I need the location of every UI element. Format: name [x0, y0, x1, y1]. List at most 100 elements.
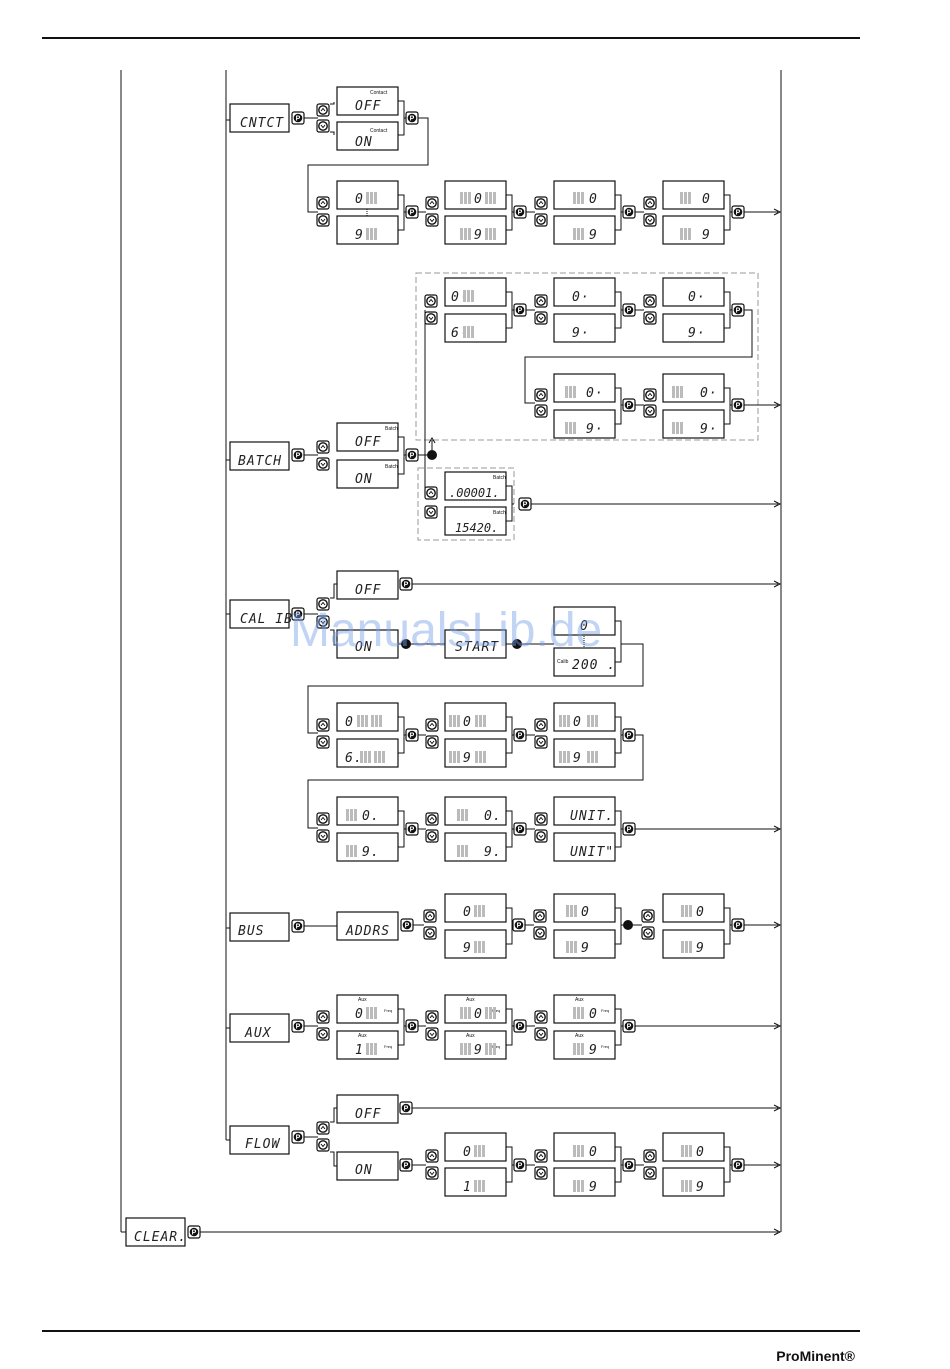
p-key-icon[interactable] [291, 1019, 305, 1033]
up-arrow-key-icon[interactable] [316, 103, 330, 117]
up-arrow-key-icon[interactable] [534, 1149, 548, 1163]
up-arrow-key-icon[interactable] [534, 812, 548, 826]
p-key-icon[interactable] [405, 728, 419, 742]
up-arrow-key-icon[interactable] [643, 388, 657, 402]
aux-menu-display[interactable] [229, 1013, 290, 1043]
p-key-icon[interactable] [622, 1158, 636, 1172]
up-arrow-key-icon[interactable] [316, 1010, 330, 1024]
p-key-icon[interactable] [622, 205, 636, 219]
up-arrow-key-icon[interactable] [534, 196, 548, 210]
p-key-icon[interactable] [291, 919, 305, 933]
down-arrow-key-icon[interactable] [424, 505, 438, 519]
p-key-icon[interactable] [291, 1130, 305, 1144]
down-arrow-key-icon[interactable] [534, 1166, 548, 1180]
up-arrow-key-icon[interactable] [425, 812, 439, 826]
down-arrow-key-icon[interactable] [316, 457, 330, 471]
down-arrow-key-icon[interactable] [424, 311, 438, 325]
down-arrow-key-icon[interactable] [534, 1027, 548, 1041]
p-key-icon[interactable] [400, 918, 414, 932]
up-arrow-key-icon[interactable] [533, 909, 547, 923]
p-key-icon[interactable] [291, 111, 305, 125]
p-key-icon[interactable] [513, 1019, 527, 1033]
value-digit: 9 [696, 1180, 705, 1195]
p-key-icon[interactable] [187, 1225, 201, 1239]
up-arrow-key-icon[interactable] [316, 196, 330, 210]
flow-menu-display[interactable] [229, 1125, 290, 1155]
p-key-icon[interactable] [622, 1019, 636, 1033]
down-arrow-key-icon[interactable] [643, 213, 657, 227]
up-arrow-key-icon[interactable] [316, 1121, 330, 1135]
p-key-icon[interactable] [291, 448, 305, 462]
down-arrow-key-icon[interactable] [425, 1166, 439, 1180]
up-arrow-key-icon[interactable] [423, 909, 437, 923]
calib-menu-display[interactable] [229, 599, 290, 629]
down-arrow-key-icon[interactable] [316, 213, 330, 227]
down-arrow-key-icon[interactable] [425, 829, 439, 843]
down-arrow-key-icon[interactable] [534, 213, 548, 227]
p-key-icon[interactable] [622, 303, 636, 317]
up-arrow-key-icon[interactable] [534, 294, 548, 308]
cntct-menu-display[interactable] [229, 103, 290, 133]
p-key-icon[interactable] [731, 918, 745, 932]
p-key-icon[interactable] [399, 1101, 413, 1115]
down-arrow-key-icon[interactable] [316, 1027, 330, 1041]
down-arrow-key-icon[interactable] [534, 311, 548, 325]
p-key-icon[interactable] [513, 728, 527, 742]
p-key-icon[interactable] [622, 728, 636, 742]
up-arrow-key-icon[interactable] [425, 718, 439, 732]
up-arrow-key-icon[interactable] [643, 294, 657, 308]
bus-menu-display[interactable] [229, 912, 290, 942]
down-arrow-key-icon[interactable] [425, 1027, 439, 1041]
up-arrow-key-icon[interactable] [425, 196, 439, 210]
p-key-icon[interactable] [399, 1158, 413, 1172]
p-key-icon[interactable] [622, 822, 636, 836]
batch-menu-display[interactable] [229, 441, 290, 471]
p-key-icon[interactable] [731, 398, 745, 412]
up-arrow-key-icon[interactable] [424, 294, 438, 308]
down-arrow-key-icon[interactable] [316, 1138, 330, 1152]
up-arrow-key-icon[interactable] [643, 196, 657, 210]
p-key-icon[interactable] [405, 1019, 419, 1033]
down-arrow-key-icon[interactable] [316, 735, 330, 749]
down-arrow-key-icon[interactable] [534, 829, 548, 843]
down-arrow-key-icon[interactable] [533, 926, 547, 940]
down-arrow-key-icon[interactable] [641, 926, 655, 940]
p-key-icon[interactable] [512, 918, 526, 932]
up-arrow-key-icon[interactable] [534, 718, 548, 732]
p-key-icon[interactable] [405, 111, 419, 125]
p-key-icon[interactable] [405, 448, 419, 462]
clear-menu-display[interactable] [125, 1217, 186, 1247]
p-key-icon[interactable] [513, 1158, 527, 1172]
p-key-icon[interactable] [513, 303, 527, 317]
down-arrow-key-icon[interactable] [643, 1166, 657, 1180]
up-arrow-key-icon[interactable] [316, 812, 330, 826]
up-arrow-key-icon[interactable] [425, 1149, 439, 1163]
down-arrow-key-icon[interactable] [643, 311, 657, 325]
up-arrow-key-icon[interactable] [316, 718, 330, 732]
p-key-icon[interactable] [518, 497, 532, 511]
p-key-icon[interactable] [513, 205, 527, 219]
up-arrow-key-icon[interactable] [316, 440, 330, 454]
p-key-icon[interactable] [731, 205, 745, 219]
p-key-icon[interactable] [513, 822, 527, 836]
down-arrow-key-icon[interactable] [425, 735, 439, 749]
p-key-icon[interactable] [731, 303, 745, 317]
down-arrow-key-icon[interactable] [316, 829, 330, 843]
p-key-icon[interactable] [622, 398, 636, 412]
down-arrow-key-icon[interactable] [425, 213, 439, 227]
up-arrow-key-icon[interactable] [534, 1010, 548, 1024]
p-key-icon[interactable] [731, 1158, 745, 1172]
down-arrow-key-icon[interactable] [316, 119, 330, 133]
down-arrow-key-icon[interactable] [423, 926, 437, 940]
p-key-icon[interactable] [405, 205, 419, 219]
up-arrow-key-icon[interactable] [641, 909, 655, 923]
down-arrow-key-icon[interactable] [643, 404, 657, 418]
p-key-icon[interactable] [399, 577, 413, 591]
up-arrow-key-icon[interactable] [425, 1010, 439, 1024]
up-arrow-key-icon[interactable] [643, 1149, 657, 1163]
down-arrow-key-icon[interactable] [534, 735, 548, 749]
up-arrow-key-icon[interactable] [534, 388, 548, 402]
down-arrow-key-icon[interactable] [534, 404, 548, 418]
up-arrow-key-icon[interactable] [424, 486, 438, 500]
p-key-icon[interactable] [405, 822, 419, 836]
